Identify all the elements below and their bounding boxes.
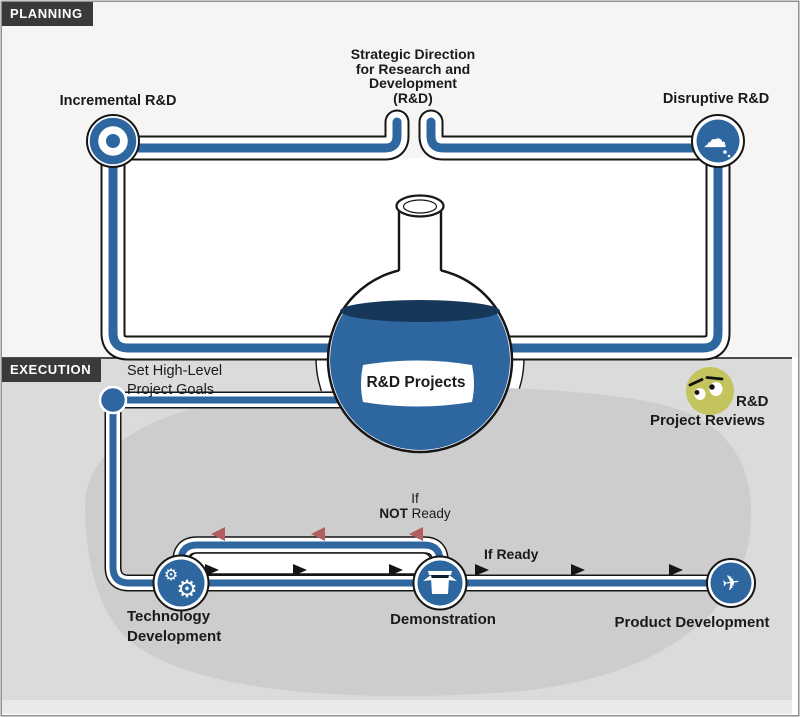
if-ready-label: If Ready bbox=[484, 546, 539, 562]
if-not-ready-line1: If bbox=[411, 491, 419, 506]
incremental-rd-label: Incremental R&D bbox=[59, 93, 177, 109]
flask-label-plate bbox=[361, 360, 474, 407]
if-not-ready-label: If NOT Ready bbox=[355, 491, 475, 521]
rd-projects-label: R&D Projects bbox=[366, 374, 466, 391]
set-goals-label: Set High-Level Project Goals bbox=[127, 363, 223, 398]
technology-development-label: Technology Development bbox=[127, 608, 222, 645]
gears-icon: ⚙ ⚙ bbox=[152, 554, 210, 612]
product-development-label: Product Development bbox=[614, 614, 770, 631]
svg-text:⚙: ⚙ bbox=[164, 565, 178, 584]
if-not-ready-emphasis: NOT bbox=[379, 506, 408, 521]
skeptical-face-icon bbox=[686, 367, 734, 415]
bullseye-icon bbox=[86, 114, 140, 168]
airplane-icon: ✈ bbox=[706, 558, 756, 608]
execution-section-label: EXECUTION bbox=[2, 358, 102, 382]
strategic-direction-label: Strategic Direction for Research and Dev… bbox=[350, 46, 476, 106]
planning-section-label: PLANNING bbox=[2, 2, 93, 26]
return-arrow-icons bbox=[211, 527, 423, 541]
round-bottom-flask-icon bbox=[326, 194, 514, 454]
main-blue-line bbox=[109, 396, 740, 587]
svg-text:✈: ✈ bbox=[721, 570, 742, 596]
footer-strip bbox=[2, 700, 792, 714]
svg-text:⚙: ⚙ bbox=[176, 575, 198, 603]
flask-liquid-surface bbox=[340, 300, 500, 322]
reviews-label-line1: R&D bbox=[736, 393, 769, 410]
disruptive-rd-label: Disruptive R&D bbox=[662, 91, 770, 107]
reviews-label-line2: Project Reviews bbox=[649, 412, 765, 429]
if-not-ready-rest: Ready bbox=[407, 506, 451, 521]
set-goals-node bbox=[98, 385, 128, 415]
svg-text:☁: ☁ bbox=[703, 125, 727, 153]
demonstration-label: Demonstration bbox=[390, 611, 496, 628]
cloud-icon: ☁ bbox=[691, 114, 745, 168]
open-box-icon bbox=[412, 555, 468, 611]
forward-arrow-icons bbox=[205, 564, 683, 576]
